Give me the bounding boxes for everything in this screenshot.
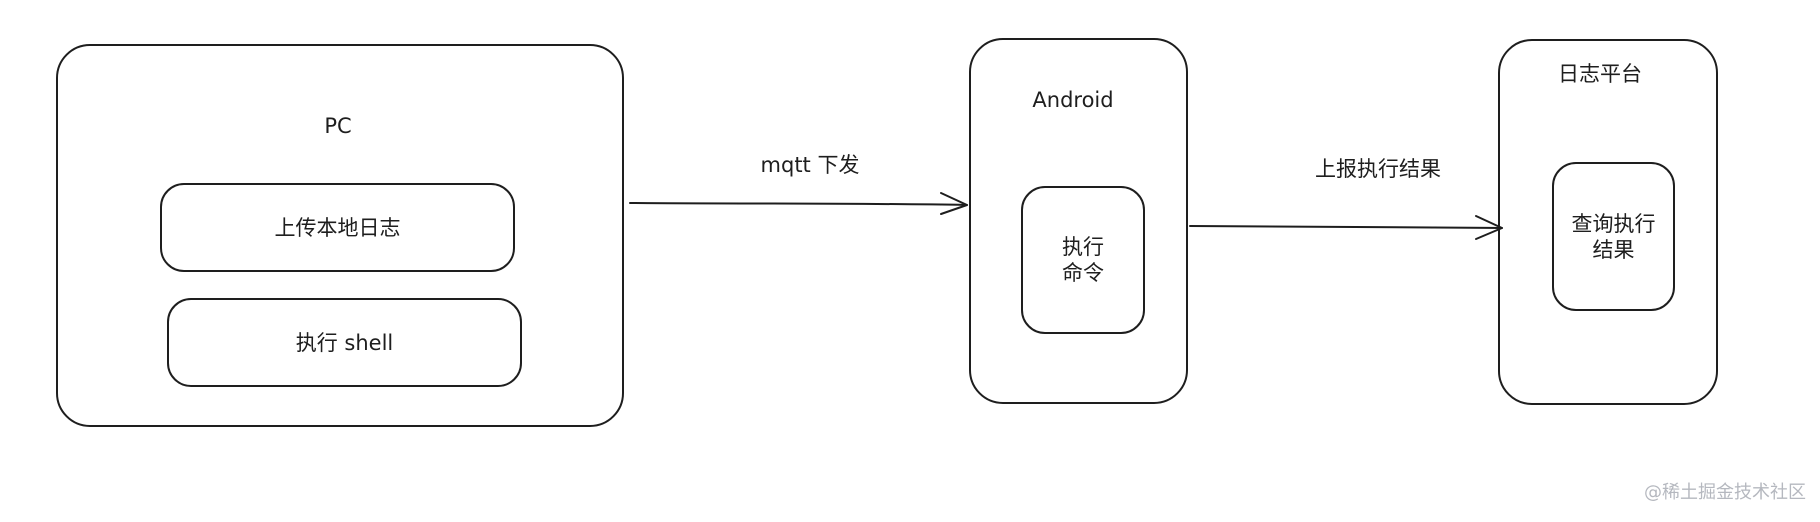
upload-log-box: 上传本地日志	[160, 183, 515, 272]
arrow-mqtt-line	[629, 202, 968, 206]
execute-command-label: 执行命令	[1062, 234, 1104, 285]
pc-box	[56, 44, 624, 427]
pc-title: PC	[324, 114, 352, 138]
execute-command-box: 执行命令	[1021, 186, 1145, 334]
android-box	[969, 38, 1188, 404]
android-title: Android	[1032, 88, 1114, 112]
mqtt-label: mqtt 下发	[760, 153, 860, 177]
log-platform-title: 日志平台	[1558, 62, 1642, 86]
query-result-box: 查询执行结果	[1552, 162, 1675, 311]
query-result-label: 查询执行结果	[1571, 211, 1656, 262]
upload-log-label: 上传本地日志	[274, 215, 401, 240]
arrow-mqtt-head	[940, 192, 968, 215]
watermark-text: @稀土掘金技术社区	[1644, 482, 1806, 503]
report-label: 上报执行结果	[1315, 157, 1441, 181]
execute-shell-label: 执行 shell	[295, 330, 394, 355]
execute-shell-box: 执行 shell	[167, 298, 522, 387]
arrow-report-line	[1189, 225, 1503, 229]
log-platform-box	[1498, 39, 1718, 405]
